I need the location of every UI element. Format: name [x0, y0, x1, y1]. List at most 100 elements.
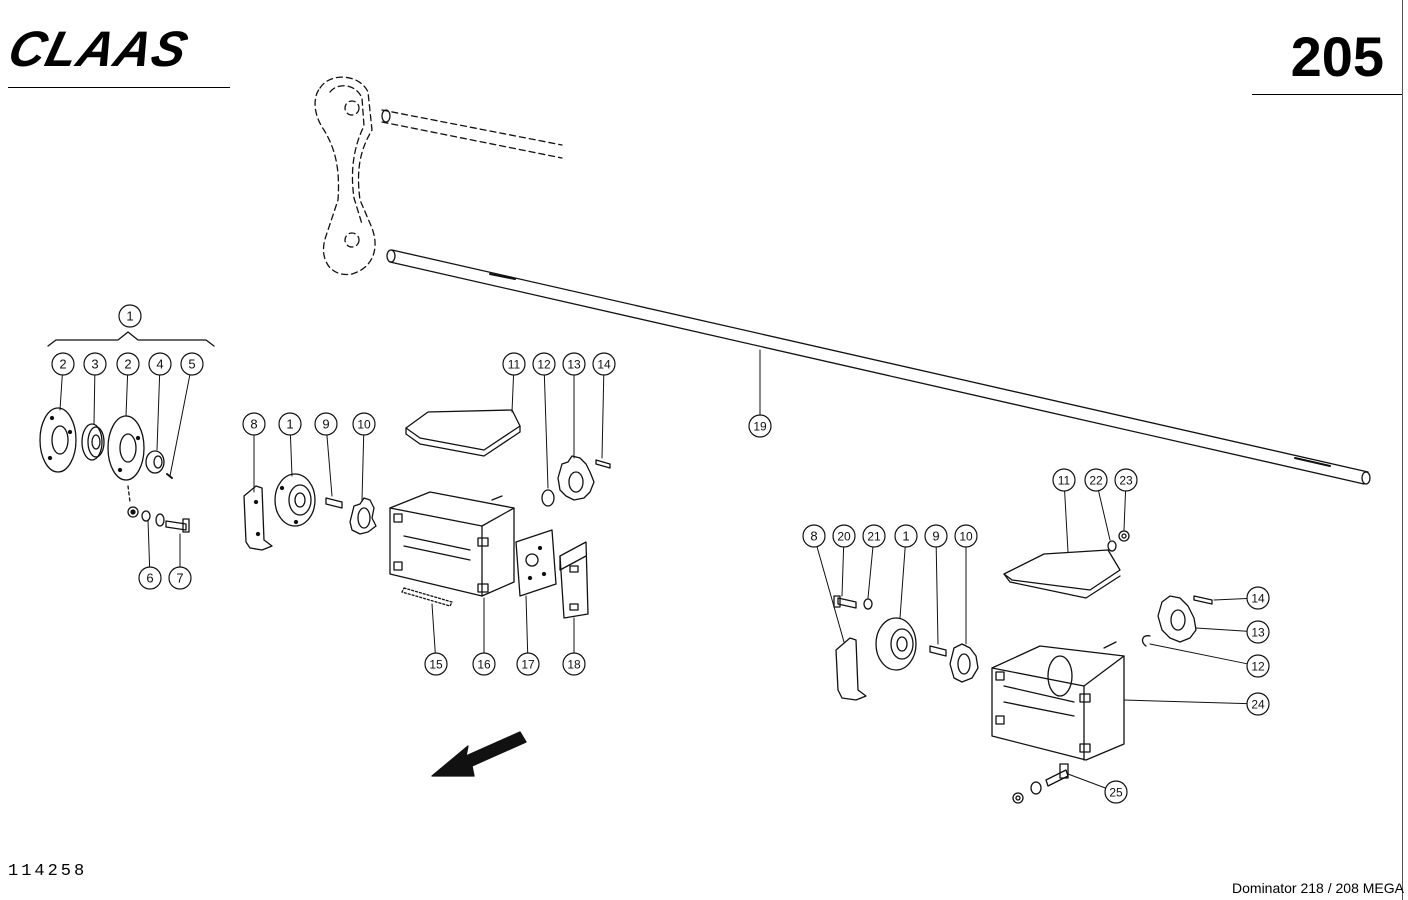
- callout-c1R: 1: [894, 524, 918, 548]
- callout-c11R: 11: [1052, 468, 1076, 492]
- callout-label: 14: [597, 358, 611, 372]
- leader-line-c20: [841, 546, 845, 597]
- callout-c9R: 9: [924, 524, 948, 548]
- callout-label: 1: [126, 309, 133, 324]
- page-number: 205: [1290, 25, 1384, 88]
- callout-c1L: 1: [278, 412, 302, 436]
- drawing-number: 114258: [8, 862, 88, 881]
- callout-label: 8: [250, 417, 257, 432]
- callout-c2b: 2: [116, 352, 140, 376]
- callout-circle: [148, 352, 172, 376]
- leader-line-c10L: [361, 434, 365, 501]
- nut-23: [1118, 530, 1130, 542]
- callout-circle: [592, 352, 616, 376]
- header-rule-right: [1252, 94, 1402, 95]
- callout-c22: 22: [1084, 468, 1108, 492]
- callout-c10L: 10: [352, 412, 376, 436]
- callout-label: 10: [959, 530, 973, 544]
- mounting-bracket: [559, 541, 589, 619]
- callout-circle: [180, 352, 204, 376]
- callout-label: 18: [567, 658, 581, 672]
- callout-circle: [83, 352, 107, 376]
- bevel-gear-large-right: [1157, 595, 1197, 643]
- callout-label: 2: [124, 357, 131, 372]
- callout-circle: [138, 566, 162, 590]
- callout-c4: 4: [148, 352, 172, 376]
- bolt-20: [833, 595, 857, 609]
- callout-c2a: 2: [51, 352, 75, 376]
- leader-line-c22: [1097, 490, 1111, 541]
- pin-right: [1193, 595, 1213, 605]
- cover-left: [405, 409, 521, 457]
- leader-line-c9R: [935, 546, 939, 645]
- callout-label: 1: [286, 417, 293, 432]
- callout-circle: [472, 652, 496, 676]
- leader-line-c15: [431, 603, 436, 654]
- leader-line-c3: [93, 374, 96, 425]
- callout-c21: 21: [862, 524, 886, 548]
- washer-21: [863, 598, 873, 610]
- callout-circle: [954, 524, 978, 548]
- callout-c6: 6: [138, 566, 162, 590]
- callout-label: 24: [1251, 698, 1265, 712]
- callout-c10R: 10: [954, 524, 978, 548]
- rack-strip: [401, 587, 453, 607]
- callout-circle: [352, 412, 376, 436]
- leader-line-c24: [1123, 699, 1248, 705]
- leader-line-c2a: [59, 374, 63, 411]
- callout-c15: 15: [424, 652, 448, 676]
- cover-plate-right: [835, 637, 867, 701]
- leader-line-c14L: [601, 374, 605, 459]
- lever-arm-dashed: [314, 76, 563, 276]
- leader-line-c14R: [1213, 597, 1248, 601]
- callout-label: 2: [59, 357, 66, 372]
- callout-label: 12: [1251, 660, 1265, 674]
- callout-c16: 16: [472, 652, 496, 676]
- page-border-right: [1402, 0, 1403, 900]
- callout-label: 4: [156, 357, 163, 372]
- callout-circle: [502, 352, 526, 376]
- callout-c19: 19: [748, 414, 772, 438]
- callout-circle: [894, 524, 918, 548]
- callout-label: 8: [810, 529, 817, 544]
- callout-c14L: 14: [592, 352, 616, 376]
- leader-line-c12L: [543, 374, 549, 489]
- callout-circle: [562, 352, 586, 376]
- callout-label: 13: [1251, 626, 1265, 640]
- leader-line-c5: [169, 374, 191, 477]
- callout-c17: 17: [516, 652, 540, 676]
- callout-label: 11: [1058, 474, 1071, 488]
- callout-circle: [314, 412, 338, 436]
- callout-circle: [424, 652, 448, 676]
- bearing-insert: [81, 423, 105, 461]
- callout-c25: 25: [1104, 780, 1128, 804]
- callout-label: 13: [567, 358, 581, 372]
- callout-circle: [802, 524, 826, 548]
- callout-label: 9: [322, 417, 329, 432]
- leader-line-c4: [156, 374, 161, 451]
- callout-c12R: 12: [1246, 654, 1270, 678]
- callout-c12L: 12: [532, 352, 556, 376]
- fastener-set-left: [127, 485, 190, 533]
- callout-circle: [1246, 692, 1270, 716]
- callout-c5: 5: [180, 352, 204, 376]
- dashed-shaft-end: [381, 109, 391, 123]
- callout-circle: [748, 414, 772, 438]
- callout-circle: [832, 524, 856, 548]
- callout-circle: [1246, 620, 1270, 644]
- leader-line-c8R: [816, 546, 845, 643]
- leader-line-c1L: [289, 434, 293, 477]
- leader-line-c25: [1067, 773, 1107, 789]
- callout-label: 14: [1251, 592, 1265, 606]
- perforated-plate: [515, 529, 557, 597]
- callout-circle: [116, 352, 140, 376]
- header-rule-left: [8, 87, 230, 88]
- callout-label: 19: [753, 420, 767, 434]
- callout-c23: 23: [1114, 468, 1138, 492]
- callout-label: 7: [176, 571, 183, 586]
- callout-c18: 18: [562, 652, 586, 676]
- callout-circle: [1052, 468, 1076, 492]
- leader-line-c6: [147, 519, 151, 568]
- key-left: [325, 497, 343, 509]
